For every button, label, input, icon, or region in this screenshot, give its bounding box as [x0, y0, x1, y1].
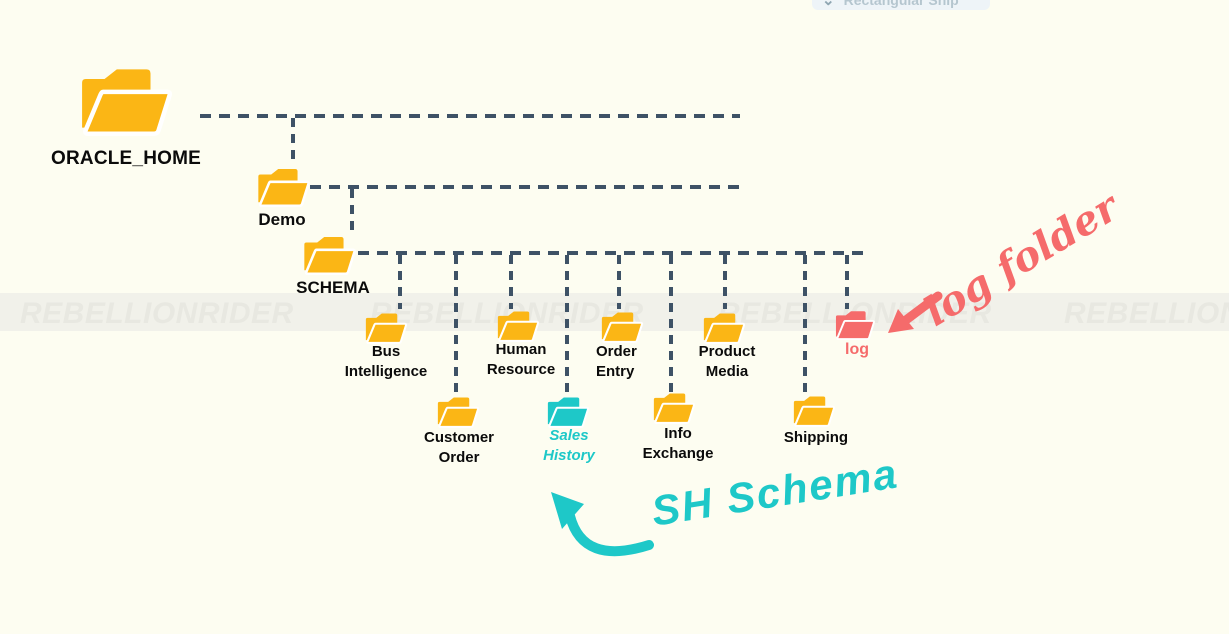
snip-mode-label: Rectangular Snip: [843, 0, 959, 8]
log-folder-icon: [834, 310, 875, 340]
oracle-home-folder-icon: [78, 64, 174, 136]
customer-order-folder-icon: [436, 396, 480, 428]
connector-oracle-home: [200, 114, 740, 118]
shipping-folder-icon: [792, 395, 836, 427]
connector-drop-human-resource: [509, 255, 513, 309]
connector-drop-product-media: [723, 255, 727, 309]
watermark-text: REBELLIONRIDER: [20, 297, 294, 330]
connector-drop-log: [845, 255, 849, 309]
bottom-edge: [0, 634, 1229, 642]
bus-intelligence-folder-icon: [364, 312, 408, 344]
connector-schema: [358, 251, 866, 255]
product-media-folder-icon: [702, 312, 746, 344]
connector-drop-shipping: [803, 255, 807, 393]
watermark-text: REBELLIONRIDER: [1064, 297, 1229, 330]
demo-label: Demo: [258, 210, 306, 229]
connector-drop-sales-history: [565, 255, 569, 393]
log-label: log: [845, 341, 869, 358]
schema-label: SCHEMA: [296, 278, 370, 297]
info-exchange-folder-icon: [652, 392, 696, 424]
connector-drop-demo: [291, 118, 295, 166]
shipping-label: Shipping: [783, 429, 849, 446]
demo-folder-icon: [257, 167, 310, 207]
sh-arrow-head: [551, 492, 584, 529]
connector-drop-customer-order: [454, 255, 458, 393]
sh-arrow-shaft: [565, 511, 654, 557]
connector-drop-bus-intelligence: [398, 255, 402, 309]
connector-drop-info-exchange: [669, 255, 673, 393]
chevron-down-icon: ⌄: [822, 0, 835, 9]
human-resource-folder-icon: [496, 310, 540, 342]
oracle-home-label: ORACLE_HOME: [51, 148, 201, 169]
connector-demo: [310, 185, 740, 189]
snip-toolbar[interactable]: ⌄ Rectangular Snip: [812, 0, 990, 10]
schema-folder-icon: [303, 235, 356, 275]
connector-drop-order-entry: [617, 255, 621, 309]
connector-drop-schema: [350, 189, 354, 235]
order-entry-folder-icon: [600, 311, 644, 343]
sales-history-folder-icon: [546, 396, 590, 428]
